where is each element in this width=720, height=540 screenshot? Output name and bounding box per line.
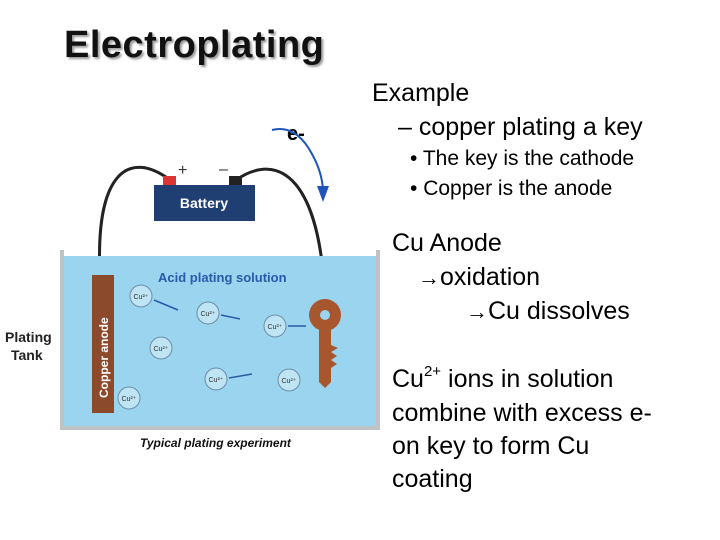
cu-ion: Cu²⁺ [196, 301, 241, 325]
bullet-text: The key is the cathode [422, 147, 635, 170]
plus-sign: + [178, 162, 187, 179]
electron-arrowhead [317, 186, 329, 202]
dissolves-line: →Cu dissolves [466, 296, 630, 327]
bullet-item: • The key is the cathode [410, 147, 634, 171]
anode-heading: Cu Anode [392, 229, 502, 257]
bullet-dot: • [410, 147, 423, 170]
battery-negative-terminal [229, 176, 242, 185]
key-blade [319, 328, 338, 388]
cu-ion: Cu²⁺ [204, 367, 253, 391]
right-arrow-icon: → [466, 299, 488, 324]
example-line: – copper plating a key [398, 113, 643, 141]
svg-text:Cu²⁺: Cu²⁺ [154, 346, 169, 353]
svg-text:Cu²⁺: Cu²⁺ [134, 294, 149, 301]
svg-text:Cu²⁺: Cu²⁺ [268, 324, 283, 331]
slide-title: Electroplating [64, 24, 325, 66]
cu-ion: Cu²⁺ [149, 336, 173, 360]
bullet-text: Copper is the anode [423, 177, 613, 200]
ions-line-4: coating [392, 465, 473, 493]
cu-ion: Cu²⁺ [263, 314, 306, 338]
oxidation-text: oxidation [440, 263, 541, 291]
svg-text:Cu²⁺: Cu²⁺ [282, 378, 297, 385]
ions-line-3: on key to form Cu [392, 432, 590, 460]
tank-label-line-1: Plating [5, 329, 52, 345]
dissolves-text: Cu dissolves [488, 297, 630, 325]
battery [154, 185, 255, 221]
ion-symbol: Cu [392, 365, 424, 393]
cu-ion: Cu²⁺ [129, 284, 179, 311]
diagram-caption: Typical plating experiment [140, 436, 292, 450]
example-heading: Example [372, 79, 470, 107]
ion-charge: 2+ [423, 362, 442, 380]
battery-positive-terminal [163, 176, 176, 185]
svg-text:Cu²⁺: Cu²⁺ [201, 311, 216, 318]
svg-text:Cu²⁺: Cu²⁺ [122, 396, 137, 403]
anode-label: Copper anode [97, 317, 111, 398]
electroplating-diagram: e- + – Battery Acid plating solution Cop… [5, 123, 380, 450]
electron-flow-arrow [271, 128, 324, 191]
tank-label-line-2: Tank [11, 347, 43, 363]
cu-ion: Cu²⁺ [117, 386, 141, 410]
minus-sign: – [219, 161, 228, 178]
plating-tank [60, 250, 380, 430]
bullet-item: • Copper is the anode [410, 177, 612, 201]
key-hole [320, 310, 330, 320]
wire-positive [98, 165, 171, 276]
oxidation-line: →oxidation [418, 262, 540, 293]
cu-ion: Cu²⁺ [277, 368, 301, 392]
ions-text: ions in solution [441, 365, 614, 393]
bullet-dot: • [410, 177, 424, 200]
battery-label: Battery [180, 195, 228, 211]
right-arrow-icon: → [418, 265, 440, 290]
svg-text:Cu²⁺: Cu²⁺ [209, 377, 224, 384]
ions-line-1: Cu2+ ions in solution [392, 364, 613, 394]
ions-line-2: combine with excess e- [392, 399, 652, 427]
copper-anode [92, 275, 114, 413]
solution-label: Acid plating solution [158, 270, 287, 285]
